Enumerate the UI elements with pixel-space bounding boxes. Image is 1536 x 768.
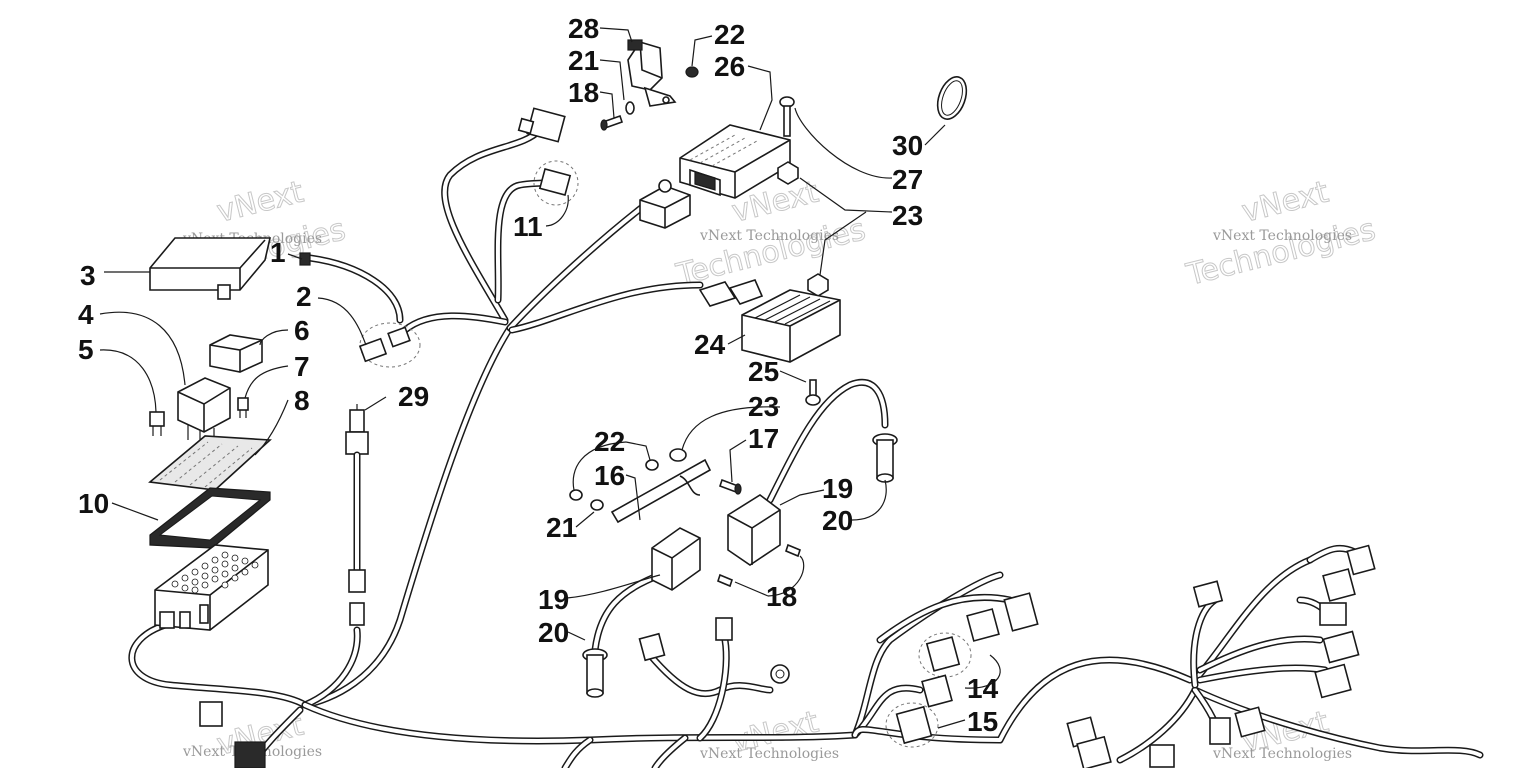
nut-22-part: [685, 66, 699, 78]
fuse-part: [149, 411, 165, 436]
watermark-vnext: vNext: [213, 175, 307, 230]
connector-1-part: [299, 252, 311, 266]
callout-17: 17: [748, 423, 779, 454]
callout-24: 24: [694, 329, 726, 360]
callout-30: 30: [892, 130, 923, 161]
callout-19: 19: [538, 584, 569, 615]
bolt-18-part: [785, 543, 801, 558]
callout-4: 4: [78, 299, 94, 330]
ecu-harness-connector-part: [639, 179, 691, 229]
callout-14: 14: [967, 673, 999, 704]
washer-22-part: [669, 448, 687, 462]
sensor-29-part: [345, 404, 369, 626]
callout-2: 2: [296, 281, 312, 312]
callout-1: 1: [270, 237, 286, 268]
nut-23-part: [807, 273, 829, 297]
watermark-vnext: vNext: [1238, 175, 1332, 230]
bolt-25-part: [805, 379, 821, 406]
washer-21-part: [590, 499, 604, 511]
connector-part: [966, 592, 1039, 642]
callout-6: 6: [294, 315, 310, 346]
watermark-text: vNext Technologies: [1212, 228, 1352, 244]
fuse-label-sheet-part: [148, 435, 272, 491]
connector-part: [1066, 544, 1376, 768]
nut-22-part: [645, 459, 659, 471]
grommet-20-part: [582, 648, 608, 698]
connector-15-part: [885, 702, 939, 748]
callout-8: 8: [294, 385, 310, 416]
sensor-19-part: [727, 494, 781, 566]
leader-lines: [99, 27, 1001, 729]
bolt-27-part: [779, 96, 795, 137]
connector-part: [199, 617, 790, 768]
connector-2-part: [358, 322, 421, 368]
fuse-box-lid-part: [149, 237, 272, 300]
fuse-small-part: [237, 397, 249, 418]
watermark-text: vNext Technologies: [699, 228, 839, 244]
callout-19: 19: [822, 473, 853, 504]
sensor-28-part: [627, 39, 677, 107]
relay-cover-part: [209, 334, 263, 373]
nut-23-part: [777, 161, 799, 185]
connector-14-part: [918, 632, 972, 708]
connector-11-part: [517, 107, 579, 206]
nut-21-part: [569, 489, 583, 501]
callout-22: 22: [594, 426, 625, 457]
ecu-26-part: [679, 124, 791, 199]
callout-18: 18: [766, 581, 797, 612]
grommet-20-part: [872, 433, 898, 483]
callout-7: 7: [294, 351, 310, 382]
watermark-technologies: Technologies: [672, 212, 868, 293]
callout-21: 21: [568, 45, 599, 76]
washer-21-part: [625, 101, 635, 115]
callout-labels: 1 2 3 4 5 6 7 8 10 11 14 15 16 17 18 18 …: [78, 13, 999, 737]
callout-15: 15: [967, 706, 998, 737]
callout-20: 20: [822, 505, 853, 536]
callout-26: 26: [714, 51, 745, 82]
gasket-part: [149, 487, 271, 549]
bracket-16-part: [610, 458, 712, 524]
bolt-18-part: [717, 573, 733, 588]
callout-5: 5: [78, 334, 94, 365]
callout-27: 27: [892, 164, 923, 195]
sensor-19-part: [651, 527, 701, 591]
callout-21: 21: [546, 512, 577, 543]
watermark-text: vNext Technologies: [699, 746, 839, 762]
relay-part: [177, 377, 231, 448]
watermark-technologies: Technologies: [1182, 212, 1378, 293]
callout-22: 22: [714, 19, 745, 50]
callout-23: 23: [748, 391, 779, 422]
main-harness: [128, 126, 1484, 768]
fuse-box-base-part: [154, 544, 269, 631]
callout-23: 23: [892, 200, 923, 231]
regulator-24-part: [698, 279, 841, 363]
callout-18: 18: [568, 77, 599, 108]
callout-16: 16: [594, 460, 625, 491]
callout-20: 20: [538, 617, 569, 648]
callout-28: 28: [568, 13, 599, 44]
callout-10: 10: [78, 488, 109, 519]
callout-29: 29: [398, 381, 429, 412]
watermark-text: vNext Technologies: [1212, 746, 1352, 762]
clamp-30-part: [936, 76, 968, 120]
bolt-17-part: [718, 478, 742, 495]
callout-11: 11: [513, 211, 543, 242]
callout-25: 25: [748, 356, 779, 387]
callout-3: 3: [80, 260, 96, 291]
bolt-18-part: [600, 114, 624, 131]
